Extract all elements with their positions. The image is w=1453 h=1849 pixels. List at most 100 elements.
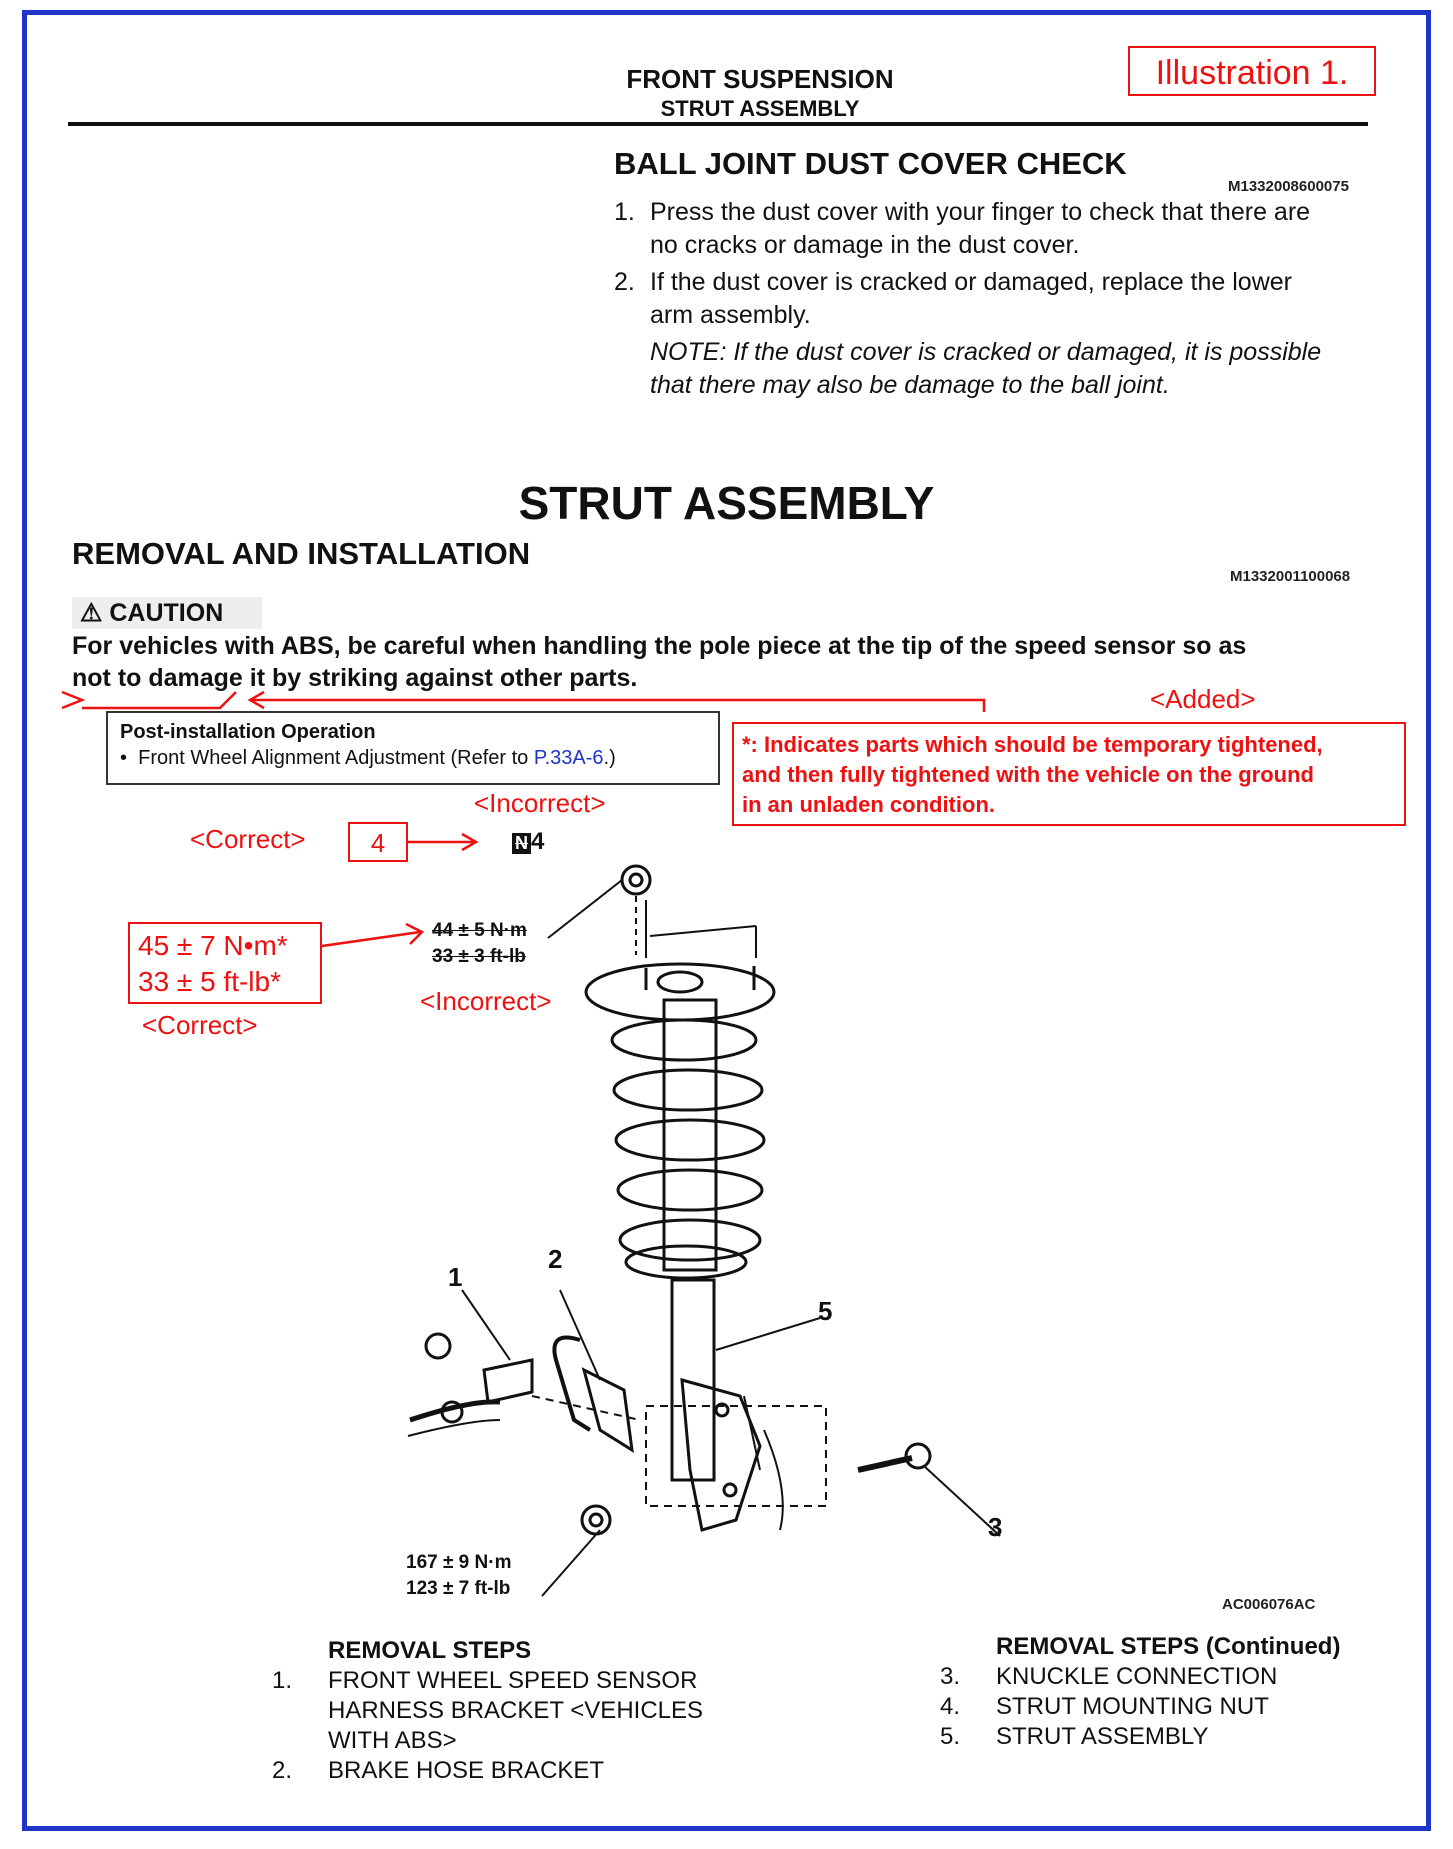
header-section: FRONT SUSPENSION xyxy=(626,64,894,94)
step-text: STRUT MOUNTING NUT xyxy=(996,1693,1269,1720)
temp-note-line: in an unladen condition. xyxy=(742,792,995,817)
step-number: 4. xyxy=(940,1693,961,1720)
callout-5: 5 xyxy=(818,1296,833,1326)
step-text: HARNESS BRACKET <VEHICLES xyxy=(328,1697,704,1724)
bullet-icon: • xyxy=(120,747,139,769)
correct-box-4: 4 xyxy=(348,822,408,862)
strut-code: M1332001100068 xyxy=(1230,568,1351,585)
temporary-tighten-note: *: Indicates parts which should be tempo… xyxy=(732,722,1406,826)
spring-coil xyxy=(618,1218,762,1262)
added-left-line xyxy=(82,691,237,710)
added-arrow-line xyxy=(252,698,986,712)
red-arrows xyxy=(61,690,986,948)
torque-incorrect-nm: 44 ± 5 N·m xyxy=(432,920,527,941)
removal-step: 4. STRUT MOUNTING NUT xyxy=(940,1692,1360,1722)
caution-line: not to damage it by striking against oth… xyxy=(72,664,638,692)
knuckle-nut xyxy=(580,1504,612,1536)
removal-steps-title: REMOVAL STEPS xyxy=(328,1637,532,1664)
warning-icon: ⚠ xyxy=(80,599,103,627)
step-text: STRUT ASSEMBLY xyxy=(996,1723,1209,1750)
mounting-nut-hole xyxy=(628,872,644,888)
callout-3-leader xyxy=(923,1465,1001,1537)
step-text: If the dust cover is cracked or damaged,… xyxy=(650,268,1292,296)
step-number: 1. xyxy=(272,1667,293,1694)
step-text: Press the dust cover with your finger to… xyxy=(650,198,1311,226)
step-text: WITH ABS> xyxy=(328,1727,457,1754)
torque-bottom-nm: 167 ± 9 N·m xyxy=(406,1552,512,1573)
step-number: 5. xyxy=(940,1723,961,1750)
torque-incorrect-ftlb: 33 ± 3 ft-lb xyxy=(432,946,526,967)
caution-badge: ⚠ CAUTION xyxy=(72,597,262,629)
incorrect-label-1: <Incorrect> xyxy=(474,788,606,818)
post-install-box: Post-installation Operation • Front Whee… xyxy=(106,711,720,785)
callout-2-leader xyxy=(559,1289,601,1381)
ball-joint-note: NOTE: If the dust cover is cracked or da… xyxy=(650,336,1390,402)
incorrect-label-2: <Incorrect> xyxy=(420,986,552,1016)
sensor-harness xyxy=(409,1399,501,1423)
torque-bottom: 167 ± 9 N·m 123 ± 7 ft-lb xyxy=(406,1550,511,1602)
step-text: arm assembly. xyxy=(650,301,811,329)
torque-correct-nm: 45 ± 7 N•m* xyxy=(138,930,288,961)
bottom-nut-leader xyxy=(541,1529,601,1597)
caution-label: CAUTION xyxy=(109,599,224,627)
brake-hose xyxy=(552,1335,592,1432)
temp-note-line: and then fully tightened with the vehicl… xyxy=(742,762,1314,787)
step-text: KNUCKLE CONNECTION xyxy=(996,1663,1278,1690)
callout-5-leader xyxy=(715,1317,821,1351)
torque-correct-ftlb: 33 ± 5 ft-lb* xyxy=(138,966,281,997)
n-symbol: N xyxy=(512,833,531,854)
spring-coil xyxy=(612,1068,764,1112)
knuckle-bolt xyxy=(857,1455,913,1473)
strut-title: STRUT ASSEMBLY xyxy=(518,477,935,529)
removal-step: 1. FRONT WHEEL SPEED SENSOR HARNESS BRAC… xyxy=(272,1666,752,1756)
step-text: FRONT WHEEL SPEED SENSOR xyxy=(328,1667,698,1694)
brake-hose-bracket xyxy=(581,1367,634,1453)
step-number: 2. xyxy=(614,268,635,296)
added-left-mark xyxy=(61,690,86,710)
added-label: <Added> xyxy=(1150,684,1256,714)
nut-leader xyxy=(547,879,623,939)
post-install-text: Front Wheel Alignment Adjustment (Refer … xyxy=(138,747,534,769)
caution-line: For vehicles with ABS, be careful when h… xyxy=(72,632,1247,660)
callout-2: 2 xyxy=(548,1244,563,1274)
sensor-harness-bracket xyxy=(482,1358,534,1404)
removal-step: 5. STRUT ASSEMBLY xyxy=(940,1722,1360,1752)
caution-text: For vehicles with ABS, be careful when h… xyxy=(72,630,1372,694)
correct-label-1: <Correct> xyxy=(190,824,306,854)
torque-bottom-ftlb: 123 ± 7 ft-lb xyxy=(406,1578,511,1599)
strut-subtitle: REMOVAL AND INSTALLATION xyxy=(72,536,531,571)
torque-arrow xyxy=(321,930,421,948)
spring-coil xyxy=(614,1118,766,1162)
knuckle-reference xyxy=(645,1405,827,1507)
mounting-nut xyxy=(620,864,652,896)
spring-coil xyxy=(610,1018,758,1062)
callout-1-leader xyxy=(461,1289,511,1361)
strut-rod xyxy=(662,998,718,1272)
ball-joint-title: BALL JOINT DUST COVER CHECK xyxy=(614,146,1127,181)
torque-correct-box: 45 ± 7 N•m* 33 ± 5 ft-lb* xyxy=(128,922,322,1004)
post-install-text-end: .) xyxy=(603,747,616,769)
header-rule xyxy=(68,122,1368,126)
spring-coil xyxy=(616,1168,764,1212)
removal-steps: REMOVAL STEPS 1. FRONT WHEEL SPEED SENSO… xyxy=(272,1636,752,1786)
ball-joint-step-1: 1. Press the dust cover with your finger… xyxy=(614,196,1374,262)
correct-4-arrowhead xyxy=(461,832,479,852)
figure-code: AC006076AC xyxy=(1222,1596,1316,1613)
step-number: 1. xyxy=(614,198,635,226)
incorrect-tag-number: 4 xyxy=(531,828,545,855)
removal-steps-cont-title: REMOVAL STEPS (Continued) xyxy=(996,1633,1341,1660)
sensor-bolt xyxy=(424,1332,452,1360)
ball-joint-step-2: 2. If the dust cover is cracked or damag… xyxy=(614,266,1374,332)
note-text: that there may also be damage to the bal… xyxy=(650,371,1170,399)
step-number: 3. xyxy=(940,1663,961,1690)
strut-drawing xyxy=(407,864,1001,1597)
ball-joint-code: M1332008600075 xyxy=(1228,178,1349,195)
strut-tube xyxy=(670,1278,716,1482)
removal-step: 3. KNUCKLE CONNECTION xyxy=(940,1662,1360,1692)
step-number: 2. xyxy=(272,1757,293,1784)
removal-step: 2. BRAKE HOSE BRACKET xyxy=(272,1756,752,1786)
post-install-link[interactable]: P.33A-6 xyxy=(533,747,604,769)
step-text: no cracks or damage in the dust cover. xyxy=(650,231,1080,259)
